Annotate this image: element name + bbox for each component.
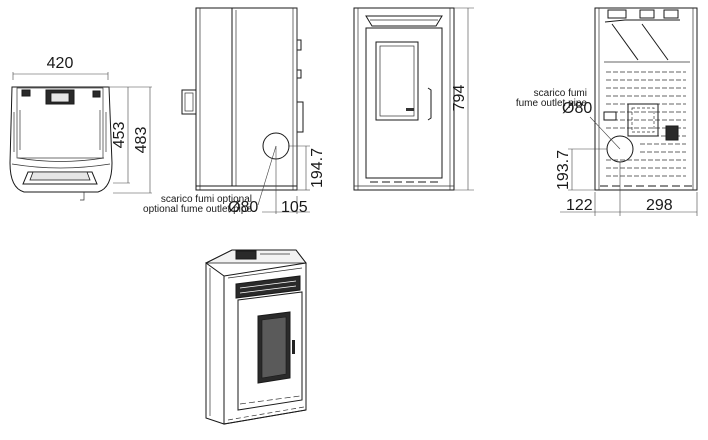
back-vent-grid — [606, 71, 686, 177]
front-glass — [375, 41, 419, 121]
side-handle — [181, 89, 197, 115]
front-height-label: 794 — [451, 85, 468, 112]
back-view: scarico fumi fume outlet pipe Ø80 193.7 … — [516, 7, 698, 216]
back-offset-left-label: 122 — [566, 197, 593, 214]
perspective-lid — [235, 250, 257, 260]
perspective-side-panel — [205, 262, 225, 425]
perspective-grille — [235, 275, 301, 299]
side-pipe-height-label: 194.7 — [309, 148, 326, 188]
back-note-it: scarico fumi — [534, 88, 587, 99]
back-offset-right-label: 298 — [646, 197, 673, 214]
side-vents — [13, 110, 107, 152]
front-door — [365, 27, 443, 179]
top-depth-label-2: 483 — [133, 127, 150, 154]
side-body — [195, 7, 298, 191]
back-socket — [665, 125, 679, 141]
back-fan-plate — [627, 103, 659, 137]
perspective-door — [237, 291, 303, 411]
side-view: 194.7 105 Ø80 scarico fumi optional opti… — [143, 7, 326, 216]
top-depth-label-1: 453 — [111, 122, 128, 149]
side-note-en: optional fume outlet pipe — [143, 204, 252, 215]
stove-top-outline — [9, 86, 113, 193]
side-pipe-diameter-label: Ø80 — [228, 199, 258, 216]
back-pipe-height-label: 193.7 — [555, 150, 572, 190]
side-pipe-offset-label: 105 — [281, 199, 308, 216]
front-body — [353, 7, 455, 191]
top-panel — [16, 87, 104, 159]
back-note-en: fume outlet pipe — [516, 98, 588, 109]
top-view: 420 453 483 — [9, 55, 152, 201]
front-top-grille — [365, 15, 443, 27]
side-note-it: scarico fumi optional — [161, 194, 252, 205]
back-pipe-diameter-label: Ø80 — [562, 100, 592, 117]
back-body — [594, 7, 698, 191]
top-width-label: 420 — [47, 55, 74, 72]
perspective-view — [205, 249, 307, 425]
front-view: 794 — [353, 7, 474, 191]
